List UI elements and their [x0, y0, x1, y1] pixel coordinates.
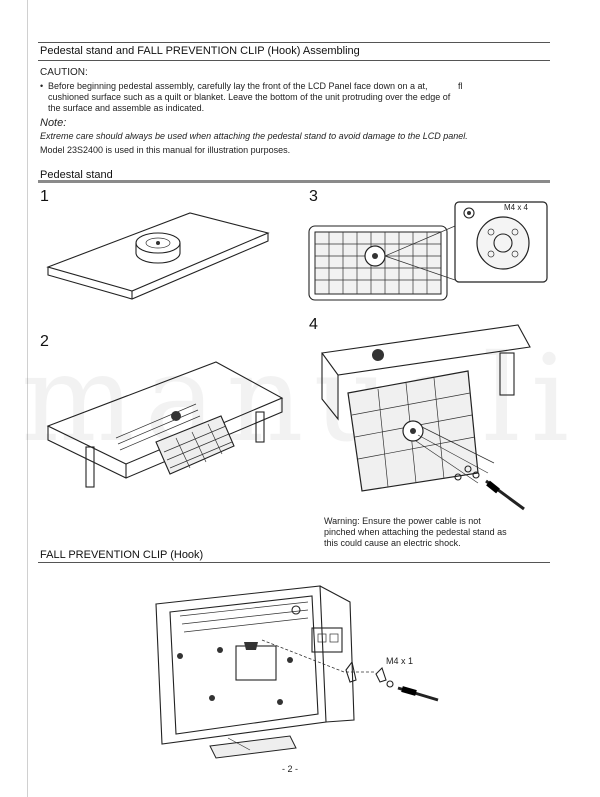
pedestal-section-title: Pedestal stand: [40, 169, 113, 181]
step-2-number: 2: [40, 333, 49, 350]
page-title: Pedestal stand and FALL PREVENTION CLIP …: [40, 45, 360, 57]
stand-mounting-illustration: [321, 324, 531, 511]
stand-base-illustration: [46, 212, 270, 300]
step-1-number: 1: [40, 188, 49, 205]
tv-facedown-illustration: [46, 361, 284, 488]
caution-text: Before beginning pedestal assembly, care…: [48, 81, 451, 113]
clip-section-rule: [38, 562, 550, 563]
step-3-screw-label: M4 x 4: [504, 203, 529, 212]
pedestal-section-bar: [38, 180, 550, 183]
page-number: - 2 -: [282, 764, 299, 774]
title-underline: [38, 60, 550, 61]
bullet-dot: •: [40, 81, 44, 91]
step-3-number: 3: [309, 188, 318, 205]
model-note: Model 23S2400 is used in this manual for…: [40, 145, 291, 155]
stand-back-illustration: [308, 201, 548, 301]
clip-screw-label: M4 x 1: [386, 656, 414, 666]
tv-back-clip-illustration: [155, 585, 439, 759]
caution-side-mark: fl: [458, 81, 463, 91]
caution-heading: CAUTION:: [40, 67, 88, 78]
caution-bullet: • Before beginning pedestal assembly, ca…: [40, 81, 460, 114]
clip-section-title: FALL PREVENTION CLIP (Hook): [40, 549, 204, 561]
page-left-edge: [27, 0, 28, 797]
note-heading: Note:: [40, 117, 67, 129]
note-text: Extreme care should always be used when …: [40, 131, 468, 141]
top-rule: [38, 42, 550, 43]
power-cable-warning: Warning: Ensure the power cable is not p…: [324, 516, 507, 548]
step-4-number: 4: [309, 316, 318, 333]
